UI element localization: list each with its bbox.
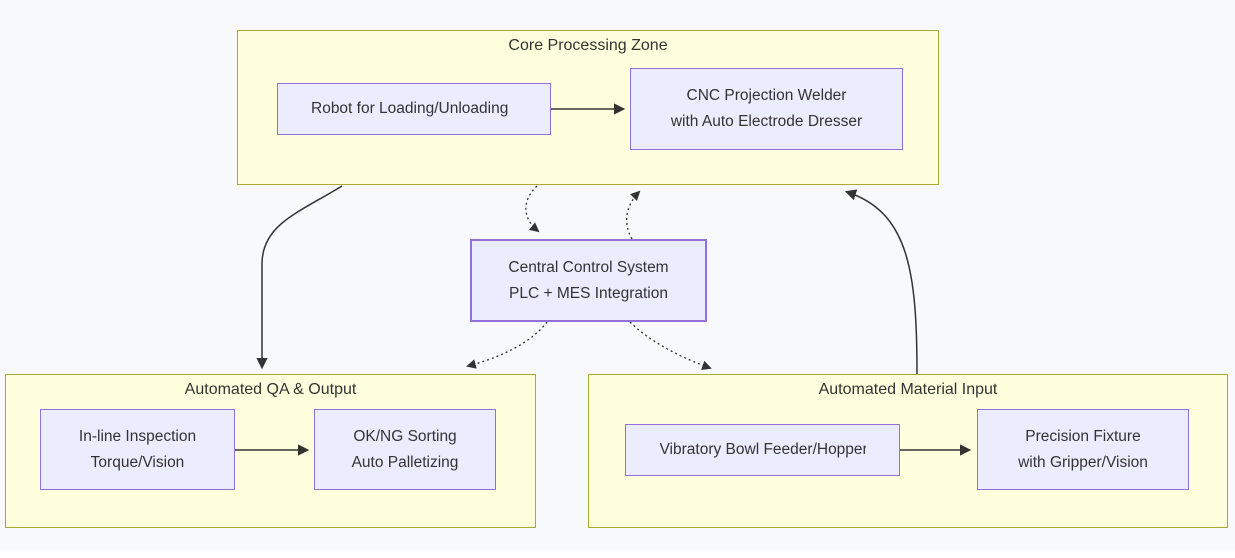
zone-core-processing-title: Core Processing Zone	[508, 37, 668, 54]
node-fixture-label-line1: Precision Fixture	[1025, 427, 1141, 445]
node-welder-label-line1: CNC Projection Welder	[686, 87, 847, 104]
node-inspection-label-line2: Torque/Vision	[90, 453, 185, 471]
zone-automated-material-input-title: Automated Material Input	[818, 381, 998, 398]
node-precision-fixture: Precision Fixture with Gripper/Vision	[977, 409, 1189, 490]
zone-automated-qa-output-title: Automated QA & Output	[184, 381, 357, 398]
node-sorting-label-line1: OK/NG Sorting	[353, 427, 457, 445]
node-inline-inspection: In-line Inspection Torque/Vision	[40, 409, 235, 490]
node-fixture-label-line2: with Gripper/Vision	[1018, 453, 1148, 471]
node-robot-loading-unloading: Robot for Loading/Unloading	[277, 83, 551, 135]
edge-control-to-core-dotted-arrow	[626, 190, 641, 240]
node-okng-sorting: OK/NG Sorting Auto Palletizing	[314, 409, 496, 490]
node-central-control-system: Central Control System PLC + MES Integra…	[470, 239, 707, 322]
node-vibratory-bowl-feeder: Vibratory Bowl Feeder/Hopper	[625, 424, 900, 476]
node-welder-label-line2: with Auto Electrode Dresser	[670, 113, 863, 130]
node-control-label-line1: Central Control System	[508, 258, 669, 276]
node-cnc-projection-welder: CNC Projection Welder with Auto Electrod…	[630, 68, 903, 150]
node-inspection-label-line1: In-line Inspection	[78, 427, 197, 445]
edge-input-to-core-arrow	[844, 189, 918, 375]
node-control-label-line2: PLC + MES Integration	[509, 284, 668, 302]
node-robot-label: Robot for Loading/Unloading	[311, 100, 509, 117]
node-sorting-label-line2: Auto Palletizing	[351, 453, 459, 471]
edge-core-to-control-dotted-arrow	[525, 185, 540, 233]
edge-control-to-qa-dotted-arrow	[466, 321, 548, 369]
node-feeder-label: Vibratory Bowl Feeder/Hopper	[659, 441, 866, 458]
edge-core-to-qa-arrow	[256, 185, 343, 370]
edge-control-to-input-dotted-arrow	[629, 321, 712, 370]
